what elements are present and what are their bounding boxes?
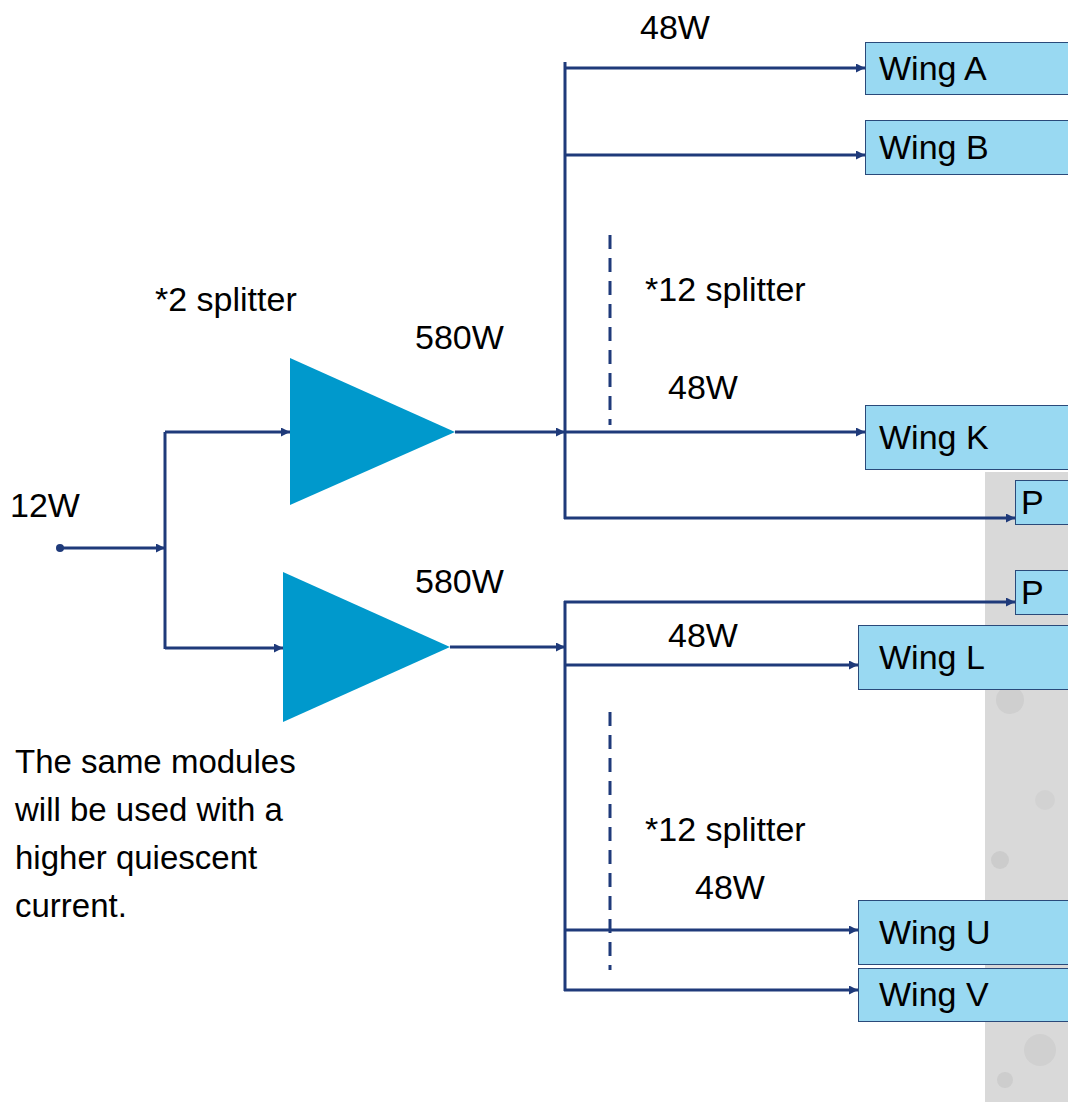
note-text: The same modules will be used with a hig… <box>15 738 345 930</box>
wing-box: Wing B <box>865 120 1068 175</box>
box-label: Wing B <box>879 129 989 166</box>
box-label: Wing A <box>879 50 987 87</box>
box-label: P <box>1021 484 1044 521</box>
box-label: Wing K <box>879 419 989 456</box>
box-label: Wing U <box>879 914 990 951</box>
power-label: 12W <box>10 486 80 525</box>
wing-box: P <box>1015 570 1068 615</box>
box-label: P <box>1021 574 1044 611</box>
power-label: 580W <box>415 562 504 601</box>
power-label: *12 splitter <box>645 810 806 849</box>
power-label: *2 splitter <box>155 280 297 319</box>
box-label: Wing L <box>879 639 985 676</box>
wing-box: Wing V <box>858 968 1068 1022</box>
amplifier-symbol <box>283 358 455 722</box>
wing-box: Wing A <box>865 42 1068 95</box>
wing-box: Wing K <box>865 405 1068 470</box>
power-label: 580W <box>415 318 504 357</box>
box-label: Wing V <box>879 976 989 1013</box>
power-label: 48W <box>640 8 710 47</box>
power-label: 48W <box>695 868 765 907</box>
power-label: *12 splitter <box>645 270 806 309</box>
wing-box: P <box>1015 480 1068 525</box>
power-label: 48W <box>668 616 738 655</box>
wing-box: Wing L <box>858 625 1068 690</box>
wing-box: Wing U <box>858 900 1068 965</box>
power-label: 48W <box>668 368 738 407</box>
